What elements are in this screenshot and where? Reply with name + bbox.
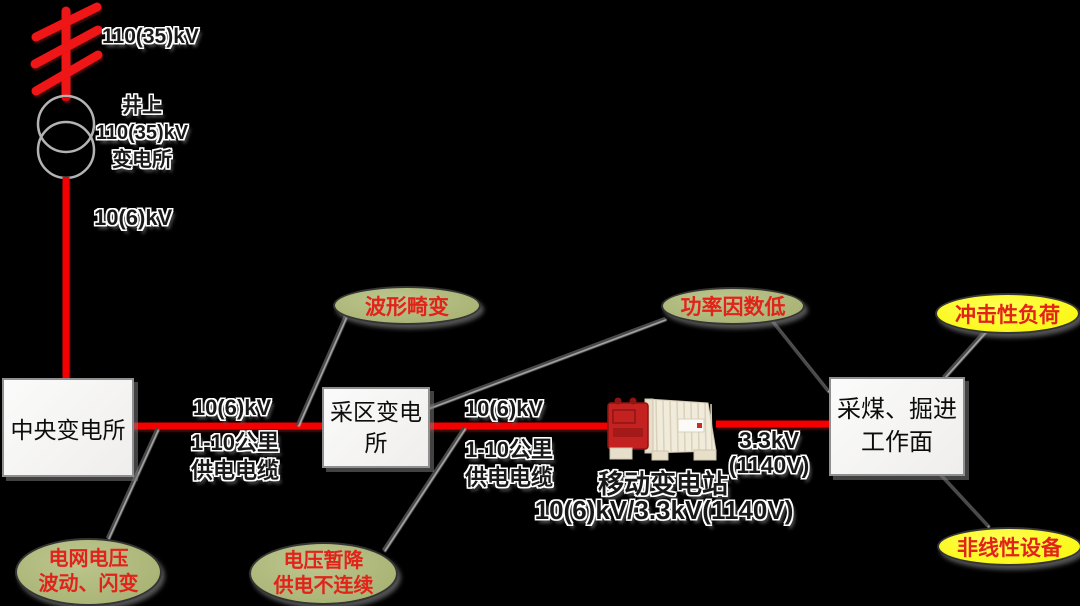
district-substation-line1: 采区变电 [330, 399, 422, 425]
surface-substation-line2: 110(35)kV [95, 122, 189, 144]
central-substation-box: 中央变电所 [2, 378, 134, 477]
connector-pf-right [771, 320, 829, 392]
cable2-distance: 1-10公里 [464, 437, 554, 462]
cable1-distance: 1-10公里 [190, 430, 280, 455]
mobile-substation-label: 移动变电站 [597, 469, 729, 499]
cable1-kv-label: 10(6)kV [192, 395, 272, 420]
cable2-type: 供电电缆 [464, 465, 554, 490]
hv-voltage-label: 110(35)kV [102, 25, 199, 48]
working-face-box: 采煤、掘进 工作面 [829, 377, 965, 476]
central-substation-label: 中央变电所 [10, 417, 126, 443]
connector-impact [942, 327, 988, 378]
connector-sag [381, 426, 466, 551]
issue-impact-load-text: 冲击性负荷 [955, 303, 1060, 327]
connector-pf-left [427, 316, 666, 409]
connector-nonlinear [937, 471, 989, 527]
issue-sag-line1: 电压暂降 [283, 549, 364, 572]
transformer-two-circles-icon [36, 94, 96, 180]
connector-grid-fluct [105, 427, 159, 539]
issue-grid-fluct-line2: 波动、闪变 [38, 573, 139, 595]
issue-connectors [105, 315, 989, 551]
issue-waveform-distortion: 波形畸变 [333, 286, 481, 325]
issue-impact-load: 冲击性负荷 [935, 293, 1080, 334]
connector-waveform [295, 315, 347, 426]
surface-substation-label: 井上 110(35)kV 变电所 [96, 93, 188, 174]
cable2-kv-label: 10(6)kV [464, 396, 544, 421]
cable2-detail-label: 1-10公里 供电电缆 [465, 436, 553, 492]
mobile-substation-photo [607, 397, 717, 461]
surface-substation-line1: 井上 [121, 95, 162, 117]
issue-voltage-sag: 电压暂降 供电不连续 [249, 542, 398, 605]
cable1-type: 供电电缆 [190, 458, 280, 483]
district-substation-box: 采区变电 所 [322, 387, 430, 468]
working-face-line1: 采煤、掘进 [837, 396, 957, 423]
issue-grid-fluct-line1: 电网电压 [48, 548, 129, 570]
working-face-line2: 工作面 [861, 429, 933, 456]
surface-substation-line3: 变电所 [111, 149, 172, 171]
mobile-substation-ratio-label: 10(6)kV/3.3kV(1140V) [534, 495, 794, 525]
issue-low-power-factor: 功率因数低 [661, 287, 805, 325]
issue-waveform-text: 波形畸变 [365, 295, 449, 319]
cable1-detail-label: 1-10公里 供电电缆 [191, 429, 279, 485]
output-kv-label: 3.3kV [738, 427, 800, 453]
issue-sag-line2: 供电不连续 [273, 574, 374, 597]
issue-power-factor-text: 功率因数低 [680, 296, 786, 319]
mv-voltage-label: 10(6)kV [94, 205, 173, 230]
district-substation-line2: 所 [364, 430, 388, 456]
issue-grid-voltage-fluctuation: 电网电压 波动、闪变 [15, 538, 162, 606]
power-lines [62, 97, 831, 430]
output-voltage-label: (1140V) [728, 452, 810, 478]
issue-nonlinear-text: 非线性设备 [957, 536, 1062, 560]
hv-pylon-icon [30, 2, 103, 102]
issue-nonlinear-equipment: 非线性设备 [937, 527, 1080, 566]
